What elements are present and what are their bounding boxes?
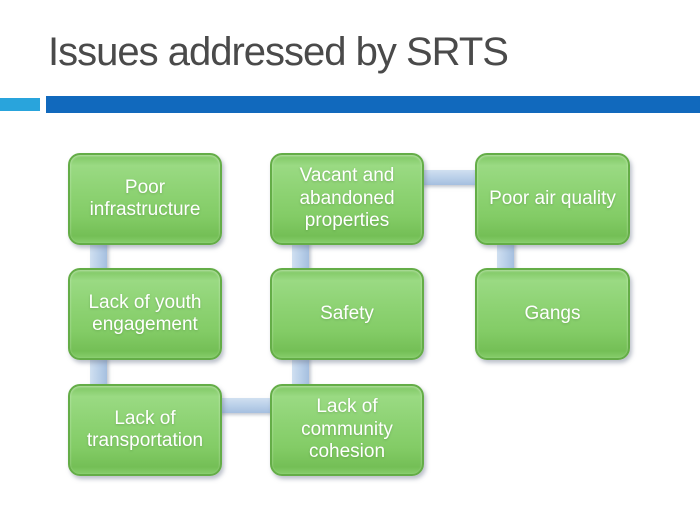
box-poor-air-quality: Poor air quality bbox=[475, 153, 630, 245]
connector-col3-row1-row2 bbox=[497, 238, 514, 274]
connector-row3-col1-col2 bbox=[216, 398, 276, 413]
box-label: Poor air quality bbox=[489, 187, 616, 209]
box-safety: Safety bbox=[270, 268, 424, 360]
connector-col2-row2-row3 bbox=[292, 354, 309, 390]
connector-col1-row2-row3 bbox=[90, 354, 107, 390]
box-label: Lack of youth engagement bbox=[88, 291, 202, 335]
box-label: Vacant and abandoned properties bbox=[299, 165, 395, 232]
box-lack-of-youth-engagement: Lack of youth engagement bbox=[68, 268, 222, 360]
box-vacant-and-abandoned-properties: Vacant and abandoned properties bbox=[270, 153, 424, 245]
connector-col1-row1-row2 bbox=[90, 238, 107, 274]
box-lack-of-community-cohesion: Lack of community cohesion bbox=[270, 384, 424, 476]
box-poor-infrastructure: Poor infrastructure bbox=[68, 153, 222, 245]
slide-title: Issues addressed by SRTS bbox=[48, 30, 509, 74]
connector-col2-row1-row2 bbox=[292, 238, 309, 274]
box-label: Lack of transportation bbox=[86, 407, 204, 451]
box-label: Safety bbox=[320, 302, 374, 324]
box-label: Lack of community cohesion bbox=[301, 396, 393, 463]
box-label: Poor infrastructure bbox=[89, 176, 201, 220]
box-lack-of-transportation: Lack of transportation bbox=[68, 384, 222, 476]
title-accent-bar-light bbox=[0, 98, 40, 111]
connector-row1-col2-col3 bbox=[416, 170, 482, 185]
box-gangs: Gangs bbox=[475, 268, 630, 360]
box-label: Gangs bbox=[524, 302, 581, 324]
title-accent-bar-dark bbox=[46, 96, 700, 113]
